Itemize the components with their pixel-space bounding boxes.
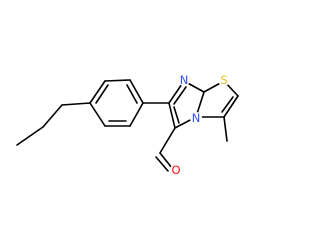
aldehyde-c-o-double-inner xyxy=(155,156,169,172)
molecule-structure-diagram: N S N O xyxy=(16,73,239,177)
imidazole-c6-n-double-inner xyxy=(173,86,187,105)
atom-labels: N S N O xyxy=(170,73,230,177)
oxygen-label: O xyxy=(171,163,180,177)
benzene-bond-3 xyxy=(129,79,144,104)
imidazole-c5-c6-bond xyxy=(168,102,176,129)
butyl-bond-2 xyxy=(42,104,63,128)
benzene-bond-4 xyxy=(129,102,144,127)
butyl-bond-1 xyxy=(16,126,44,146)
aldehyde-c-o-double xyxy=(159,152,173,169)
benzene-bond-6 xyxy=(89,102,106,127)
sulfur-label: S xyxy=(220,73,227,87)
thiazole-c-c-double-inner xyxy=(221,96,234,113)
benzene-double-inner-2 xyxy=(126,84,138,104)
butyl-bond-3 xyxy=(61,102,91,106)
aldehyde-c-bond xyxy=(159,127,176,154)
bridge-nitrogen-label: N xyxy=(192,111,201,125)
imidazole-c5-c6-inner xyxy=(173,106,180,124)
methyl-bond xyxy=(223,116,228,142)
benzene-double-inner-1 xyxy=(95,84,109,104)
benzene-bond-2 xyxy=(104,79,131,82)
benzene-bond-1 xyxy=(89,80,106,104)
bonds xyxy=(16,79,239,172)
nitrogen-label: N xyxy=(180,73,189,87)
thiazole-c-c-double xyxy=(223,95,239,118)
